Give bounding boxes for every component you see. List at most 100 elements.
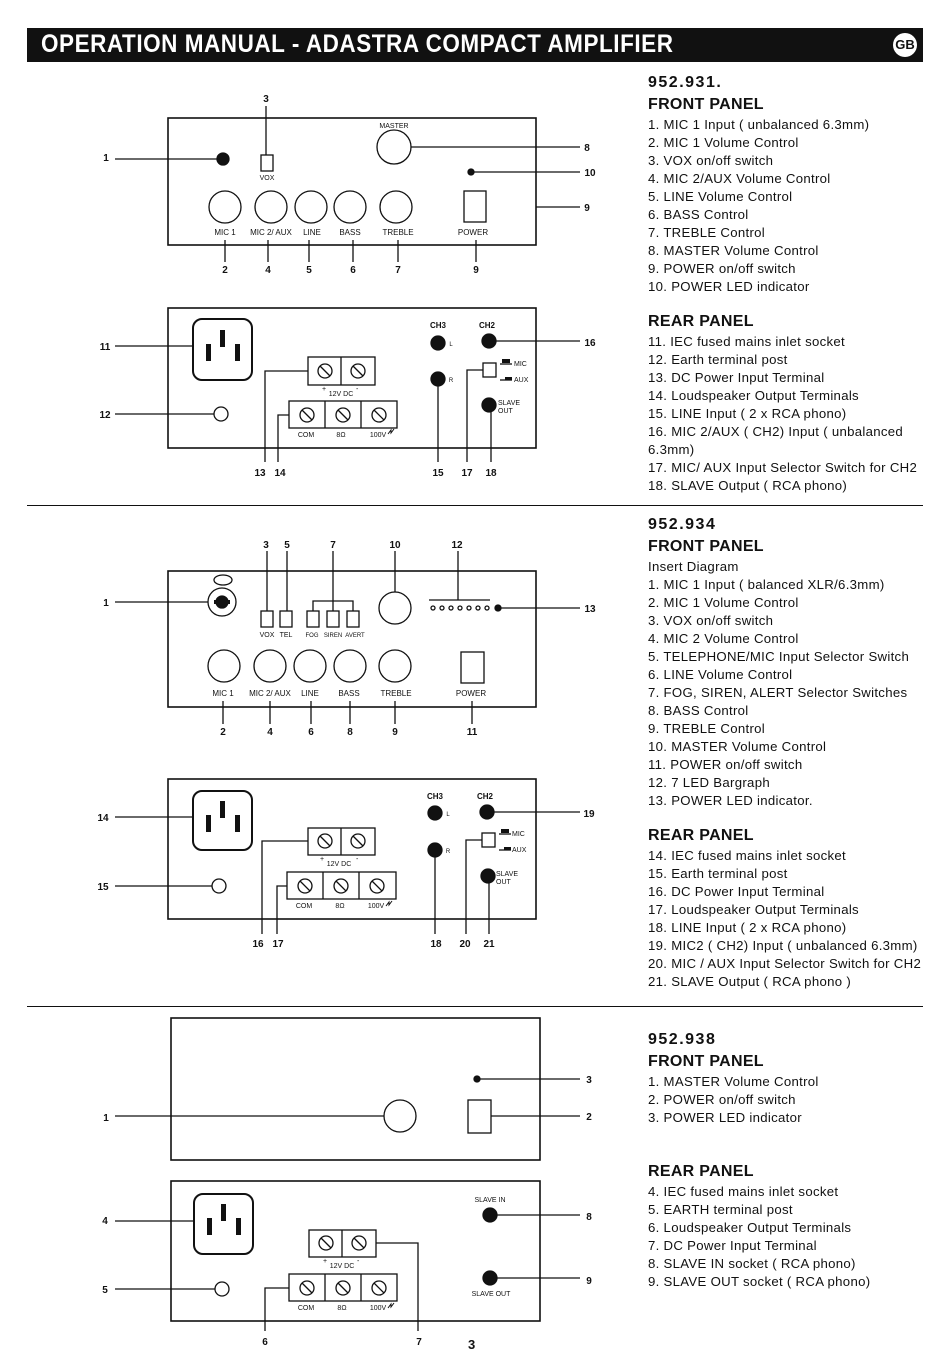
mic1-knob	[207, 649, 241, 683]
mic2-label: MIC 2/ AUX	[249, 689, 291, 698]
language-badge: GB	[893, 33, 917, 57]
plus-sign: +	[320, 856, 324, 863]
bass-knob	[333, 190, 367, 224]
slave-out-rca	[482, 1270, 498, 1286]
xlr-socket	[207, 574, 237, 617]
aux-label: AUX	[512, 847, 527, 854]
mic1-jack	[216, 152, 230, 166]
list-item: 3. VOX on/off switch	[648, 153, 774, 168]
dc-terminal	[307, 827, 376, 856]
tel-switch	[279, 610, 293, 628]
list-item: 6. BASS Control	[648, 207, 749, 222]
callout: 8	[586, 1212, 592, 1223]
dc-terminal	[308, 1229, 377, 1258]
master-label: MASTER	[379, 123, 408, 130]
list-item: 2. MIC 1 Volume Control	[648, 135, 799, 150]
list-item: 14. Loudspeaker Output Terminals	[648, 388, 859, 403]
callout: 9	[473, 265, 479, 276]
list-item: 8. SLAVE IN socket ( RCA phono)	[648, 1256, 856, 1271]
list-item: 5. EARTH terminal post	[648, 1202, 793, 1217]
list-item: 9. SLAVE OUT socket ( RCA phono)	[648, 1274, 871, 1289]
led-bargraph	[429, 599, 490, 611]
list-item: 12. Earth terminal post	[648, 352, 788, 367]
front-panel-952934: VOX TEL FOG SIREN AVERT MIC 1 MIC 2/ AUX…	[103, 540, 596, 738]
callout: 1	[103, 598, 109, 609]
callout: 10	[584, 168, 596, 179]
front-panel-952938: 1 2 3	[103, 1017, 592, 1161]
earth-post	[213, 406, 229, 422]
mic-aux-switch	[482, 362, 497, 378]
line-r-rca	[427, 842, 443, 858]
callout: 17	[272, 939, 284, 950]
callout: 13	[584, 604, 596, 615]
mic2-jack	[479, 804, 495, 820]
line-label: LINE	[303, 228, 321, 237]
ohm-label: 8Ω	[337, 1305, 346, 1312]
callout: 9	[584, 203, 590, 214]
list-item: 18. LINE Input ( 2 x RCA phono)	[648, 920, 847, 935]
mic2-jack	[481, 333, 497, 349]
speaker-terminals	[288, 400, 398, 429]
callout: 21	[483, 939, 495, 950]
front-panel-heading: FRONT PANEL	[648, 1053, 764, 1070]
callout: 6	[350, 265, 356, 276]
list-item: 2. MIC 1 Volume Control	[648, 595, 799, 610]
list-item: 16. MIC 2/AUX ( CH2) Input ( unbalanced	[648, 424, 904, 439]
l-label: L	[449, 342, 453, 348]
vox-label: VOX	[260, 632, 275, 639]
ohm-label: 8Ω	[336, 432, 345, 439]
slave-in-label: SLAVE IN	[475, 1197, 506, 1204]
mic-aux-switch	[481, 832, 496, 848]
bass-knob	[333, 649, 367, 683]
front-panel-list: 1. MIC 1 Input ( unbalanced 6.3mm)2. MIC…	[648, 116, 938, 296]
callout: 8	[347, 727, 353, 738]
rear-panel-heading: REAR PANEL	[648, 313, 754, 330]
list-item: 15. LINE Input ( 2 x RCA phono)	[648, 406, 847, 421]
rear-panel-952938: + - 12V DC COM 8Ω 100V SLAVE IN SLAVE OU…	[102, 1180, 592, 1348]
dc-label: 12V DC	[330, 1263, 355, 1270]
list-item: 6.3mm)	[648, 442, 695, 457]
list-item: 13. DC Power Input Terminal	[648, 370, 825, 385]
list-item: 7. TREBLE Control	[648, 225, 766, 240]
callout: 9	[392, 727, 398, 738]
rear-panel-heading: REAR PANEL	[648, 827, 754, 844]
section-divider	[27, 1006, 923, 1007]
mic1-knob	[208, 190, 242, 224]
list-item: 18. SLAVE Output ( RCA phono)	[648, 478, 848, 493]
mic1-label: MIC 1	[212, 689, 234, 698]
list-item: 2. POWER on/off switch	[648, 1092, 796, 1107]
callout: 15	[97, 882, 109, 893]
callout: 5	[306, 265, 312, 276]
power-switch	[467, 1099, 492, 1134]
master-knob	[378, 591, 412, 625]
spec-952938: 952.938 FRONT PANEL 1. MASTER Volume Con…	[648, 1029, 938, 1291]
callout: 1	[103, 153, 109, 164]
com-label: COM	[296, 903, 313, 910]
line-l-rca	[427, 805, 443, 821]
list-item: 14. IEC fused mains inlet socket	[648, 848, 846, 863]
callout: 1	[103, 1113, 109, 1124]
list-item: 1. MIC 1 Input ( balanced XLR/6.3mm)	[648, 577, 885, 592]
aux-label: AUX	[514, 377, 529, 384]
list-item: 5. TELEPHONE/MIC Input Selector Switch	[648, 649, 910, 664]
callout: 8	[584, 143, 590, 154]
master-knob	[376, 129, 412, 165]
ch3-label: CH3	[427, 792, 444, 801]
callout: 20	[459, 939, 471, 950]
power-led	[494, 604, 502, 612]
list-item: 13. POWER LED indicator.	[648, 793, 813, 808]
callout: 9	[586, 1276, 592, 1287]
com-label: COM	[298, 1305, 315, 1312]
callout: 16	[584, 338, 596, 349]
page-title: OPERATION MANUAL - ADASTRA COMPACT AMPLI…	[41, 30, 674, 58]
power-led	[473, 1075, 481, 1083]
front-panel-heading: FRONT PANEL	[648, 96, 764, 113]
line-r-rca	[430, 371, 446, 387]
model-number: 952.934	[648, 516, 717, 533]
callout: 7	[416, 1337, 422, 1348]
callout: 11	[467, 727, 478, 738]
